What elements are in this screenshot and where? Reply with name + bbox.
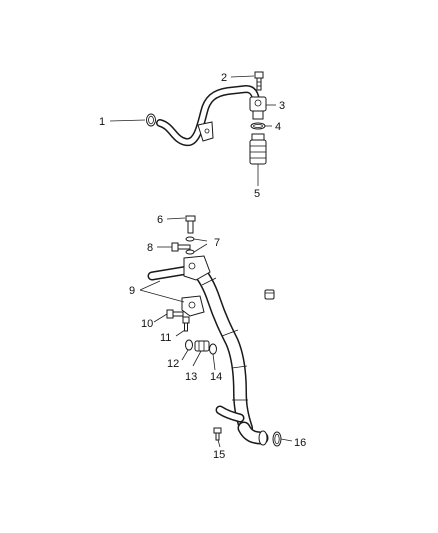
o-ring-14 bbox=[209, 343, 217, 355]
callout-7: 7 bbox=[214, 237, 220, 249]
o-ring-16 bbox=[272, 431, 282, 447]
bolt-15 bbox=[213, 427, 222, 441]
bolt-2 bbox=[254, 71, 264, 91]
upper-manifold-tube bbox=[147, 255, 211, 281]
bolt-11 bbox=[182, 316, 190, 332]
o-ring-1 bbox=[146, 113, 156, 127]
fitting-3 bbox=[249, 96, 267, 120]
callout-3: 3 bbox=[279, 100, 285, 112]
callout-16: 16 bbox=[294, 437, 306, 449]
o-ring-4 bbox=[250, 122, 266, 130]
callout-5: 5 bbox=[254, 188, 260, 200]
plug-loose bbox=[264, 289, 275, 300]
callout-2: 2 bbox=[221, 72, 227, 84]
banjo-bolt-8 bbox=[171, 242, 191, 252]
callout-4: 4 bbox=[275, 121, 281, 133]
connector-5 bbox=[249, 133, 267, 165]
bolt-10 bbox=[166, 309, 184, 319]
callout-11: 11 bbox=[160, 332, 171, 344]
bolt-6 bbox=[185, 215, 196, 234]
callout-13: 13 bbox=[185, 371, 197, 383]
callout-12: 12 bbox=[167, 358, 179, 370]
lower-coolant-hose bbox=[189, 261, 269, 446]
callout-10: 10 bbox=[141, 318, 153, 330]
callout-14: 14 bbox=[210, 371, 222, 383]
callout-8: 8 bbox=[147, 242, 153, 254]
fitting-13 bbox=[194, 340, 210, 352]
callout-1: 1 bbox=[99, 116, 105, 128]
leader-lines bbox=[109, 75, 293, 448]
washer-7 bbox=[185, 236, 195, 255]
callout-9: 9 bbox=[129, 285, 135, 297]
callout-6: 6 bbox=[157, 214, 163, 226]
o-ring-12 bbox=[185, 339, 193, 351]
upper-coolant-tube bbox=[156, 85, 260, 147]
bracket-9 bbox=[181, 295, 205, 317]
callout-15: 15 bbox=[213, 449, 225, 461]
